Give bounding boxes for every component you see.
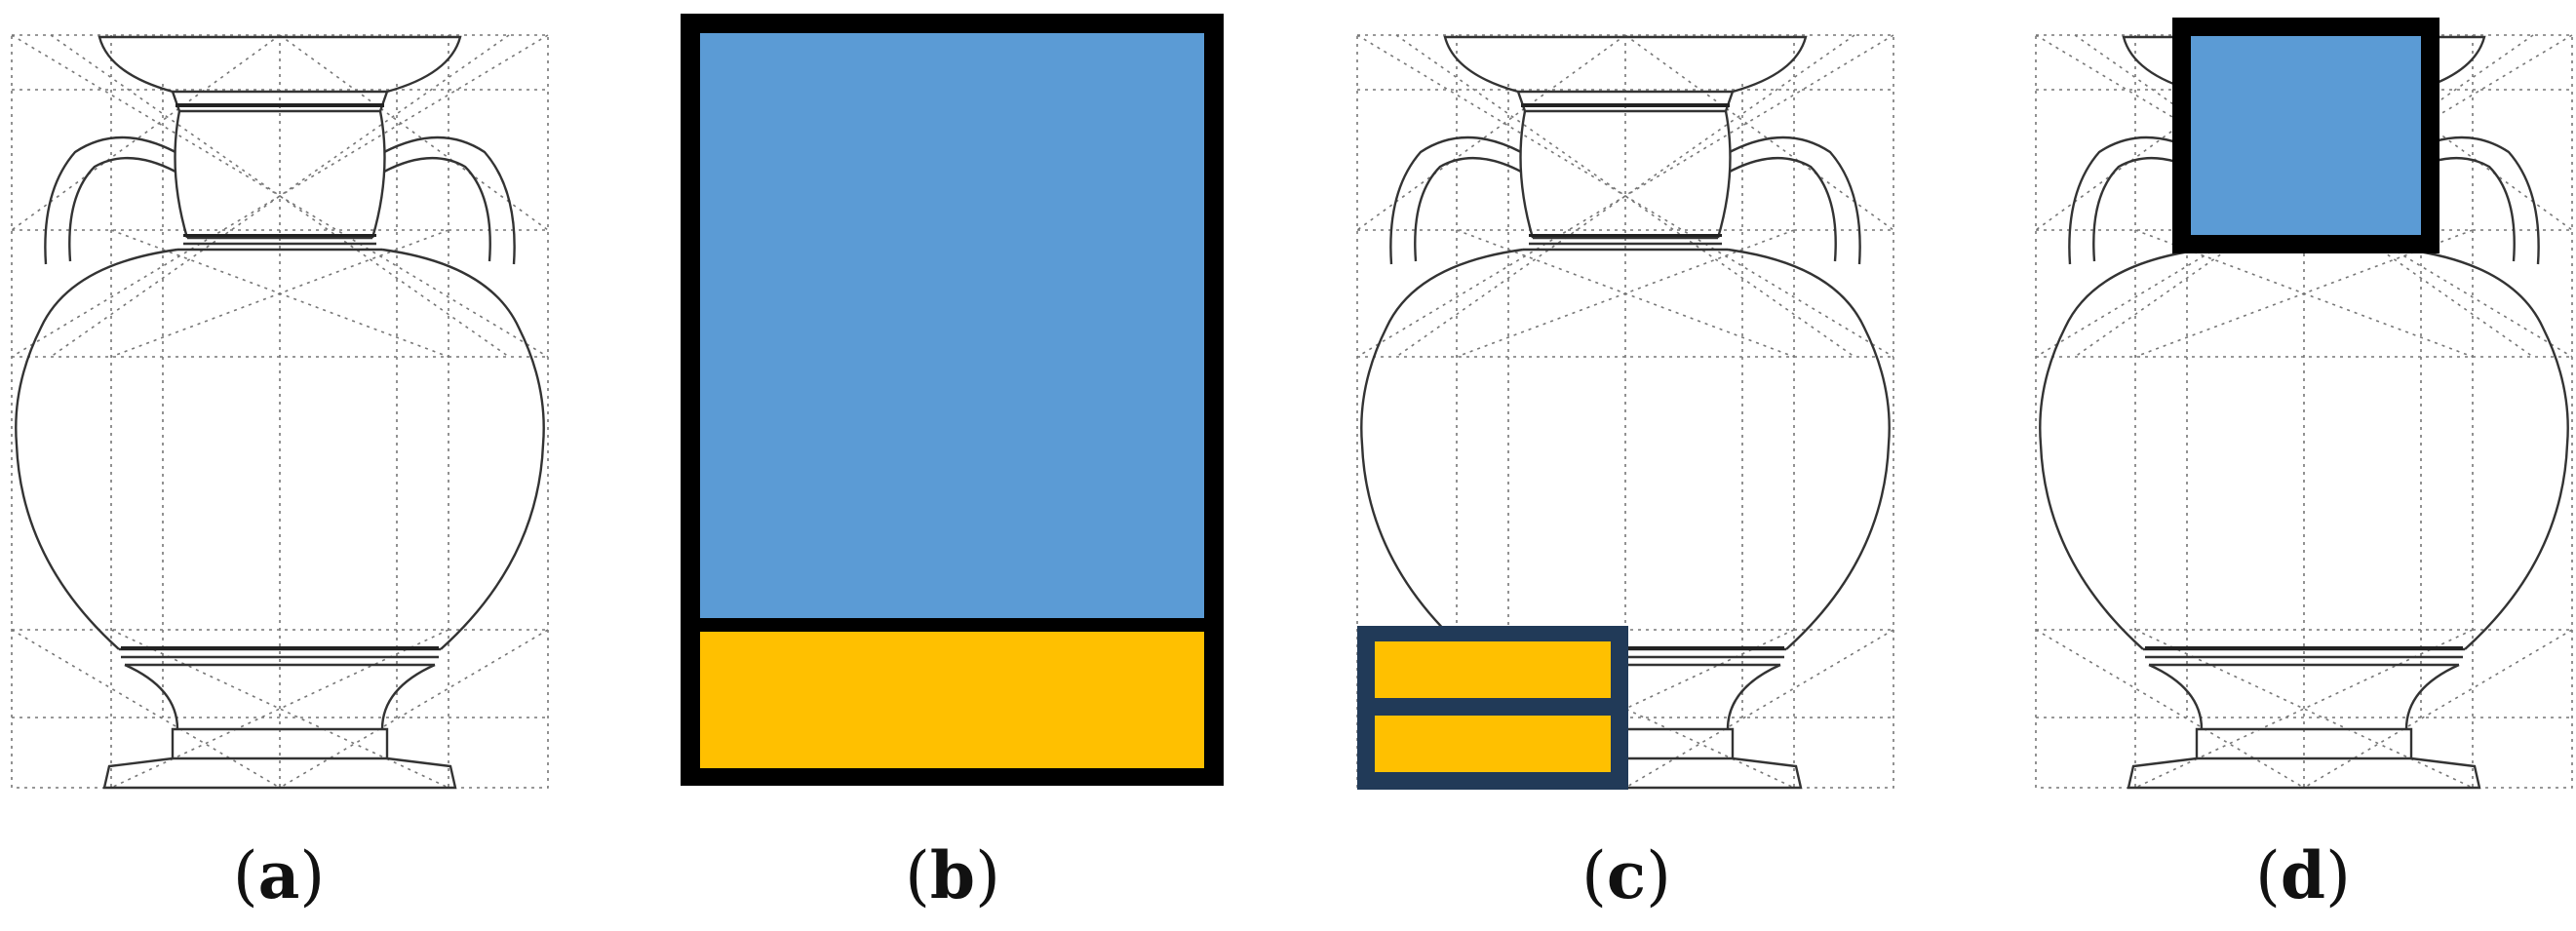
panel-a-amphora-drawing [10, 33, 550, 790]
panel-c-foot-overlay [1357, 626, 1628, 790]
caption-b-close: ) [975, 838, 1000, 913]
caption-b-letter: b [929, 837, 976, 913]
panel-d-neck-overlay [2172, 18, 2439, 253]
panel-c-yellow-block-upper [1375, 641, 1611, 698]
caption-c-open: ( [1581, 838, 1607, 913]
caption-d: (d) [2205, 836, 2400, 915]
panel-b-blue-block [700, 33, 1204, 618]
panel-c-yellow-block-lower [1375, 716, 1611, 772]
caption-a-close: ) [299, 838, 326, 913]
caption-b: (b) [855, 836, 1050, 915]
caption-c: (c) [1529, 836, 1724, 915]
caption-b-open: ( [905, 838, 930, 913]
caption-a-letter: a [257, 837, 300, 913]
caption-a-open: ( [232, 838, 258, 913]
panel-b-proportion-block [681, 14, 1224, 786]
caption-d-open: ( [2255, 838, 2281, 913]
caption-d-close: ) [2325, 838, 2351, 913]
panel-d-blue-block [2191, 36, 2421, 235]
caption-a: (a) [181, 836, 376, 915]
caption-c-letter: c [1606, 837, 1647, 913]
panel-b-yellow-block [700, 632, 1204, 768]
caption-d-letter: d [2280, 837, 2326, 913]
caption-c-close: ) [1646, 838, 1671, 913]
